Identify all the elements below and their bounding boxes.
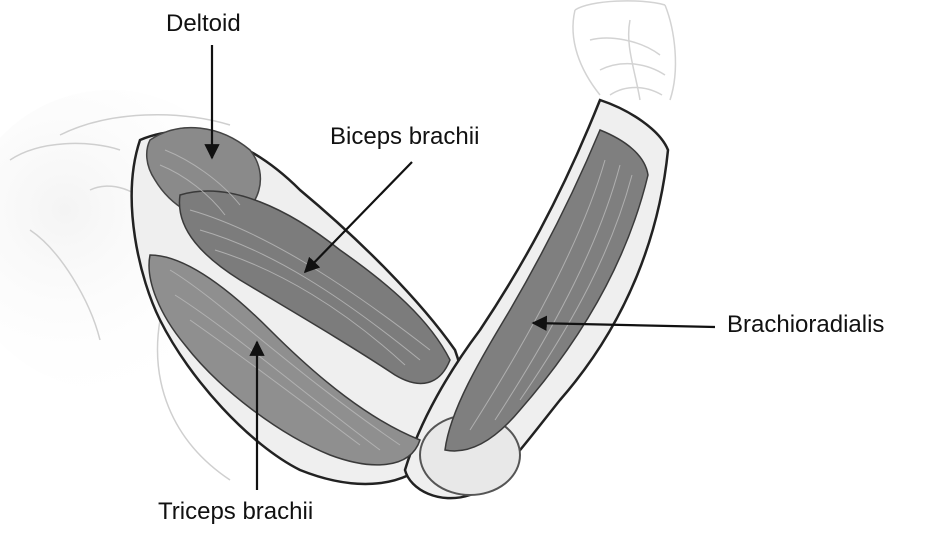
deltoid-label: Deltoid: [166, 12, 241, 36]
brachioradialis-label: Brachioradialis: [727, 313, 884, 337]
hand-outline: [573, 1, 675, 100]
triceps-label: Triceps brachii: [158, 500, 313, 524]
biceps-label: Biceps brachii: [330, 125, 479, 149]
